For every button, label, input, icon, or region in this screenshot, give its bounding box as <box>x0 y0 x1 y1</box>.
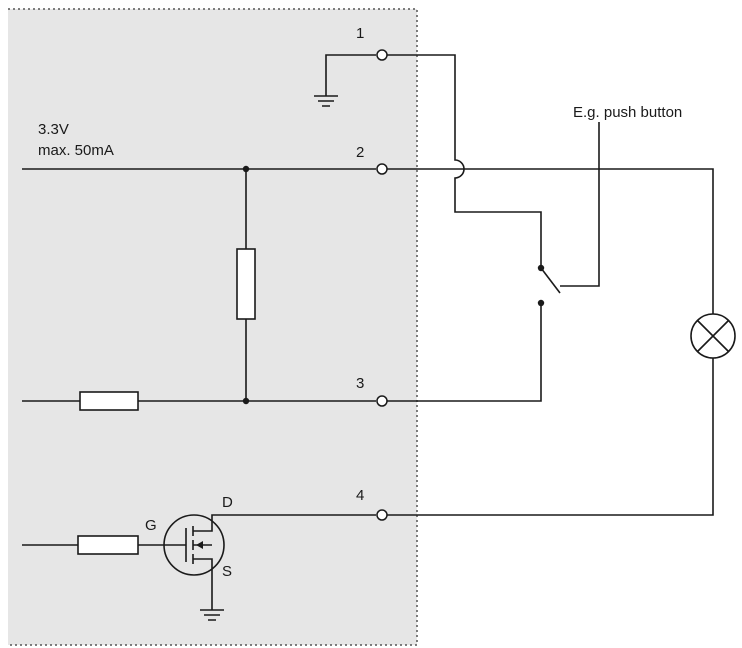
terminal-1-ground-circuit <box>314 54 376 107</box>
terminal-4 <box>376 509 388 521</box>
gate-label: G <box>145 517 157 534</box>
source-label: S <box>222 563 232 580</box>
supply-current-label: max. 50mA <box>38 142 114 159</box>
supply-voltage-label: 3.3V <box>38 121 69 138</box>
terminal-2-label: 2 <box>356 144 364 161</box>
internal-area <box>8 9 417 645</box>
junction-dot <box>242 165 250 173</box>
input-line <box>22 391 376 411</box>
push-button-switch <box>537 122 600 307</box>
terminal-2 <box>376 163 388 175</box>
gate-resistor <box>22 535 186 555</box>
mosfet-transistor <box>163 514 376 621</box>
terminal-1 <box>376 49 388 61</box>
terminal-4-label: 4 <box>356 487 364 504</box>
internal-area-boundary <box>8 8 418 646</box>
push-button-label: E.g. push button <box>573 104 682 121</box>
pull-up-resistor <box>236 169 256 401</box>
terminal-3-label: 3 <box>356 375 364 392</box>
external-wire-1 <box>387 54 542 268</box>
lamp-indicator <box>690 313 736 359</box>
terminal-1-label: 1 <box>356 25 364 42</box>
drain-label: D <box>222 494 233 511</box>
external-wire-3 <box>387 303 542 402</box>
junction-dot <box>242 397 250 405</box>
external-wire-4 <box>387 358 714 516</box>
external-wire-2 <box>387 168 714 314</box>
terminal-3 <box>376 395 388 407</box>
